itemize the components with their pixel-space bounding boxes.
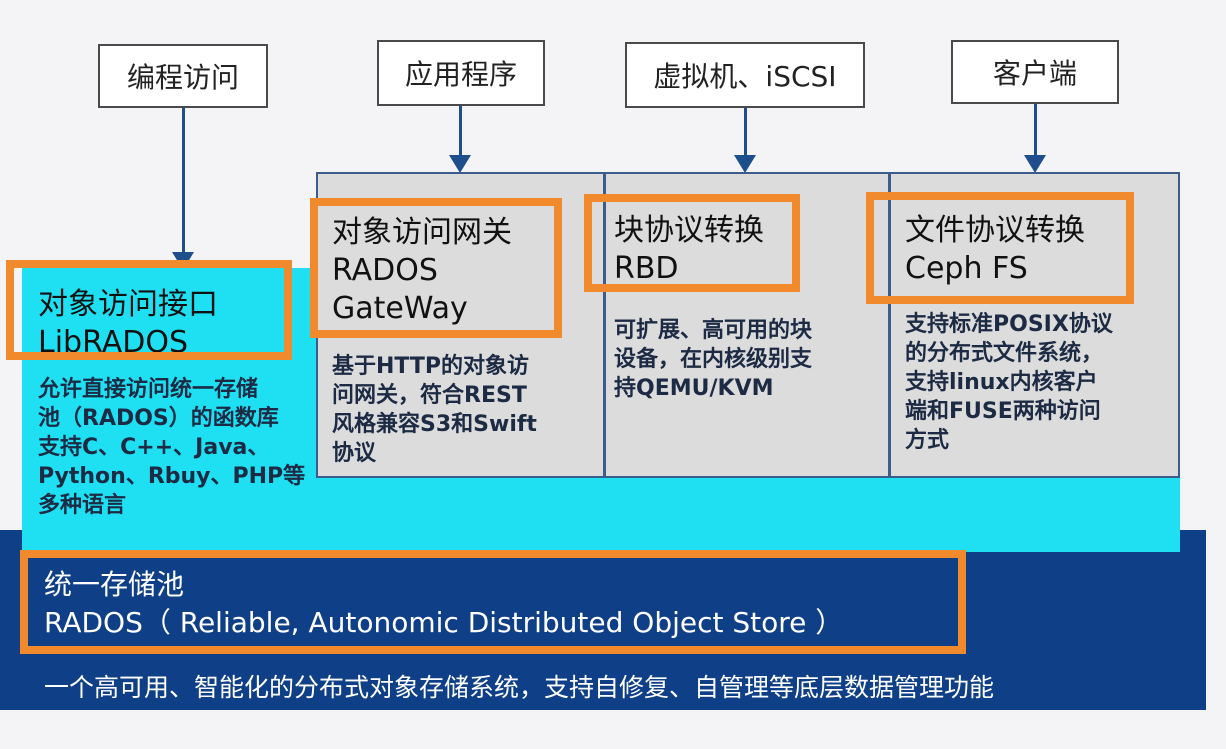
title-line: RADOS — [332, 253, 438, 288]
highlight-rbd — [584, 194, 800, 292]
desc-line: 支持linux内核客户 — [905, 370, 1098, 395]
desc-line: 设备，在内核级别支 — [614, 347, 813, 372]
desc-line: 支持C、C++、Java、 — [38, 435, 270, 460]
highlight-librados — [6, 260, 292, 360]
arrow-head — [449, 155, 471, 173]
arrow-head — [1024, 155, 1046, 173]
title-line: 文件协议转换 — [905, 213, 1085, 248]
rbd-title: 块协议转换 RBD — [614, 212, 764, 288]
rados-desc: 一个高可用、智能化的分布式对象存储系统，支持自修复、自管理等底层数据管理功能 — [44, 673, 995, 702]
rados-title: 统一存储池 RADOS（ Reliable, Autonomic Distrib… — [44, 566, 843, 642]
highlight-gateway — [310, 198, 562, 338]
title-line: 对象访问接口 — [38, 287, 218, 322]
librados-desc: 允许直接访问统一存储 池（RADOS）的函数库 支持C、C++、Java、 Py… — [38, 375, 328, 520]
highlight-cephfs — [866, 192, 1134, 304]
desc-line: 的分布式文件系统， — [905, 341, 1104, 366]
desc-line: 问网关，符合REST — [332, 383, 527, 408]
client-box-vm-iscsi: 虚拟机、iSCSI — [625, 42, 865, 108]
desc-line: 支持标准POSIX协议 — [905, 312, 1113, 337]
desc-line: 方式 — [905, 428, 950, 453]
desc-line: 多种语言 — [38, 493, 127, 518]
desc-line: 允许直接访问统一存储 — [38, 377, 259, 402]
client-box-application: 应用程序 — [377, 40, 545, 106]
desc-line: 风格兼容S3和Swift — [332, 412, 537, 437]
desc-line: 协议 — [332, 441, 377, 466]
arrow-line — [459, 106, 462, 158]
service-divider — [888, 172, 891, 478]
title-line: 统一存储池 — [44, 568, 185, 601]
desc-line: Python、Rbuy、PHP等 — [38, 464, 306, 489]
rbd-desc: 可扩展、高可用的块 设备，在内核级别支 持QEMU/KVM — [614, 316, 880, 403]
desc-line: 可扩展、高可用的块 — [614, 318, 813, 343]
service-divider — [603, 172, 606, 478]
arrow-line — [744, 108, 747, 158]
gateway-title: 对象访问网关 RADOS GateWay — [332, 214, 512, 328]
client-box-client: 客户端 — [951, 40, 1119, 104]
client-label: 应用程序 — [404, 58, 517, 91]
desc-line: 持QEMU/KVM — [614, 376, 774, 401]
rados-panel — [0, 530, 1206, 710]
client-label: 虚拟机、iSCSI — [653, 60, 837, 93]
title-line: RADOS（ Reliable, Autonomic Distributed O… — [44, 606, 844, 639]
client-label: 编程访问 — [126, 61, 239, 94]
arrow-line — [1034, 104, 1037, 158]
highlight-rados — [20, 550, 966, 654]
title-line: 块协议转换 — [614, 213, 764, 248]
desc-line: 池（RADOS）的函数库 — [38, 406, 279, 431]
cephfs-title: 文件协议转换 Ceph FS — [905, 212, 1085, 288]
arrow-head — [734, 155, 756, 173]
desc-line: 基于HTTP的对象访 — [332, 354, 530, 379]
gateway-desc: 基于HTTP的对象访 问网关，符合REST 风格兼容S3和Swift 协议 — [332, 352, 594, 468]
title-line: Ceph FS — [905, 251, 1028, 286]
service-panel — [316, 172, 1180, 478]
client-label: 客户端 — [992, 57, 1077, 90]
cephfs-desc: 支持标准POSIX协议 的分布式文件系统， 支持linux内核客户 端和FUSE… — [905, 310, 1175, 455]
arrow-line — [182, 108, 185, 256]
desc-line: 端和FUSE两种访问 — [905, 399, 1101, 424]
title-line: GateWay — [332, 291, 468, 326]
client-box-programming: 编程访问 — [98, 44, 268, 108]
title-line: RBD — [614, 251, 679, 286]
title-line: 对象访问网关 — [332, 215, 512, 250]
